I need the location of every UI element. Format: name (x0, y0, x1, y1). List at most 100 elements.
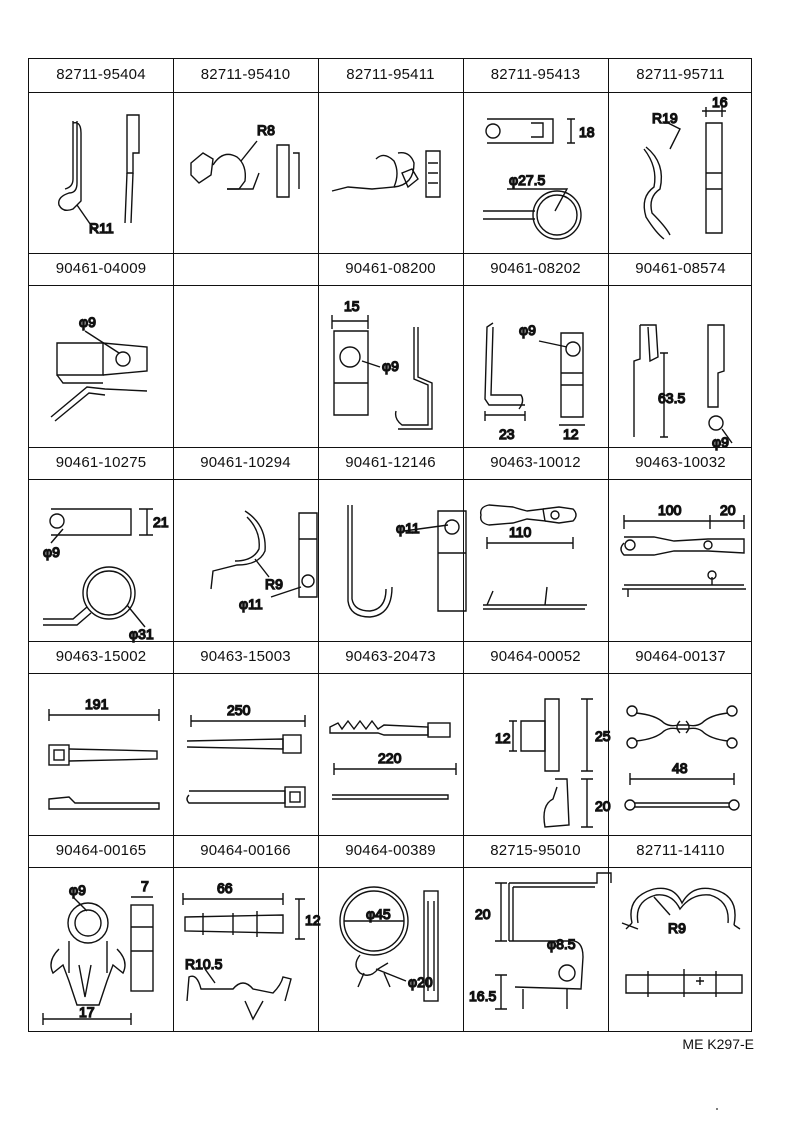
part-cell: 90463-10012 110 (463, 447, 608, 641)
part-cell: 82711-95711 R19 16 (608, 59, 753, 253)
part-cell: 82711-95404 R11 (29, 59, 173, 253)
part-number: 82711-95413 (490, 66, 581, 83)
clamp-drawing: 191 (29, 675, 173, 835)
part-cell: 90464-00166 66 12 R10.5 (173, 835, 321, 1033)
svg-text:110: 110 (509, 524, 532, 540)
svg-text:R19: R19 (652, 110, 678, 126)
clamp-drawing: 21 φ9 φ31 (29, 481, 173, 643)
svg-text:7: 7 (141, 878, 149, 894)
svg-text:φ11: φ11 (396, 520, 420, 536)
part-cell: 90464-00165 φ9 7 17 (29, 835, 173, 1033)
scan-speck (716, 1108, 718, 1110)
svg-text:220: 220 (378, 750, 402, 766)
part-cell: 90464-00137 48 (608, 641, 753, 835)
part-cell: 90461-04009 φ9 (29, 253, 173, 447)
part-number: 90463-15002 (55, 648, 147, 665)
svg-text:15: 15 (344, 298, 360, 314)
part-number: 90464-00052 (490, 648, 581, 665)
svg-text:φ9: φ9 (79, 314, 96, 330)
svg-text:23: 23 (499, 426, 515, 442)
svg-text:φ31: φ31 (129, 626, 154, 642)
clamp-drawing: 250 (173, 675, 318, 835)
clamp-drawing: 48 (608, 675, 753, 835)
part-number: 90464-00166 (200, 842, 291, 859)
clamp-drawing (318, 93, 463, 253)
svg-text:φ9: φ9 (382, 358, 399, 374)
svg-text:φ9: φ9 (69, 882, 86, 898)
part-number: 90461-04009 (55, 260, 147, 277)
clamp-drawing: 20 φ8.5 16.5 (463, 869, 612, 1031)
svg-text:25: 25 (595, 728, 611, 744)
clamp-drawing: R11 (29, 93, 173, 253)
svg-text:φ9: φ9 (43, 544, 60, 560)
part-number: 90463-10032 (635, 454, 726, 471)
part-number: 90464-00137 (635, 648, 726, 665)
part-cell: 90464-00389 φ45 φ20 (318, 835, 463, 1033)
part-cell: 90464-00052 12 25 20 (463, 641, 611, 835)
part-cell: 90461-12146 φ11 (318, 447, 467, 641)
clamp-drawing: R9 (608, 869, 753, 1031)
part-number: 82711-14110 (636, 842, 725, 859)
part-cell: 90461-10294 R9 φ11 (173, 447, 318, 641)
svg-text:φ9: φ9 (519, 322, 536, 338)
part-cell: 82711-95411 (318, 59, 463, 253)
part-number: 82711-95411 (346, 66, 435, 83)
part-cell: 82715-95010 20 φ8.5 16.5 (463, 835, 612, 1033)
clamp-drawing: R19 16 (608, 93, 753, 253)
svg-text:250: 250 (227, 702, 251, 718)
svg-text:12: 12 (563, 426, 579, 442)
clamp-drawing: φ9 7 17 (29, 869, 173, 1031)
part-cell: 90463-10032 100 20 (608, 447, 753, 641)
part-number: 90463-20473 (345, 648, 436, 665)
svg-text:φ11: φ11 (239, 596, 263, 612)
clamp-drawing: 100 20 (608, 481, 753, 641)
part-cell: 90463-15003 250 (173, 641, 318, 835)
svg-text:100: 100 (658, 502, 682, 518)
svg-text:48: 48 (672, 760, 688, 776)
part-number: 90461-12146 (345, 454, 436, 471)
svg-text:φ27.5: φ27.5 (509, 172, 546, 188)
clamp-drawing: R8 (173, 93, 318, 253)
part-number: 90461-10294 (200, 454, 291, 471)
part-cell: 90461-08200 15 φ9 (318, 253, 463, 447)
part-number: 90463-15003 (200, 648, 291, 665)
clamp-drawing: φ9 (29, 287, 173, 447)
part-cell: 90461-08202 φ9 23 12 (463, 253, 608, 447)
clamp-drawing: 110 (463, 481, 608, 641)
part-cell: 82711-95410 R8 (173, 59, 318, 253)
svg-text:φ8.5: φ8.5 (547, 936, 576, 952)
svg-text:63.5: 63.5 (658, 390, 685, 406)
svg-text:20: 20 (595, 798, 611, 814)
clamp-drawing: 66 12 R10.5 (173, 869, 321, 1031)
svg-text:R10.5: R10.5 (185, 956, 223, 972)
part-number: 82711-95410 (200, 66, 291, 83)
svg-text:12: 12 (495, 730, 511, 746)
parts-table: 82711-95404 R11 82711-95410 R8 (28, 58, 752, 1032)
svg-text:20: 20 (720, 502, 736, 518)
clamp-drawing: 220 (318, 675, 463, 835)
part-number: 82711-95404 (56, 66, 146, 83)
part-number: 82715-95010 (490, 842, 581, 859)
part-cell: 90461-10275 21 φ9 φ31 (29, 447, 173, 643)
svg-text:R8: R8 (257, 122, 275, 138)
clamp-drawing: R9 φ11 (173, 481, 318, 641)
clamp-drawing: 18 φ27.5 (463, 93, 608, 253)
part-number: 82711-95711 (636, 66, 725, 83)
svg-text:16: 16 (712, 94, 728, 110)
part-cell: 90463-15002 191 (29, 641, 173, 835)
part-number: 90461-08202 (490, 260, 581, 277)
part-cell: 82711-14110 R9 (608, 835, 753, 1033)
svg-text:18: 18 (579, 124, 595, 140)
svg-text:191: 191 (85, 696, 109, 712)
svg-text:R11: R11 (89, 220, 114, 236)
svg-text:R9: R9 (265, 576, 283, 592)
part-number: 90464-00389 (345, 842, 436, 859)
part-number: 90461-10275 (55, 454, 147, 471)
clamp-drawing: φ9 23 12 (463, 287, 608, 447)
svg-text:20: 20 (475, 906, 491, 922)
svg-text:16.5: 16.5 (469, 988, 496, 1004)
svg-text:17: 17 (79, 1004, 95, 1020)
clamp-drawing: φ45 φ20 (318, 869, 463, 1031)
svg-text:R9: R9 (668, 920, 686, 936)
svg-text:φ45: φ45 (366, 906, 391, 922)
